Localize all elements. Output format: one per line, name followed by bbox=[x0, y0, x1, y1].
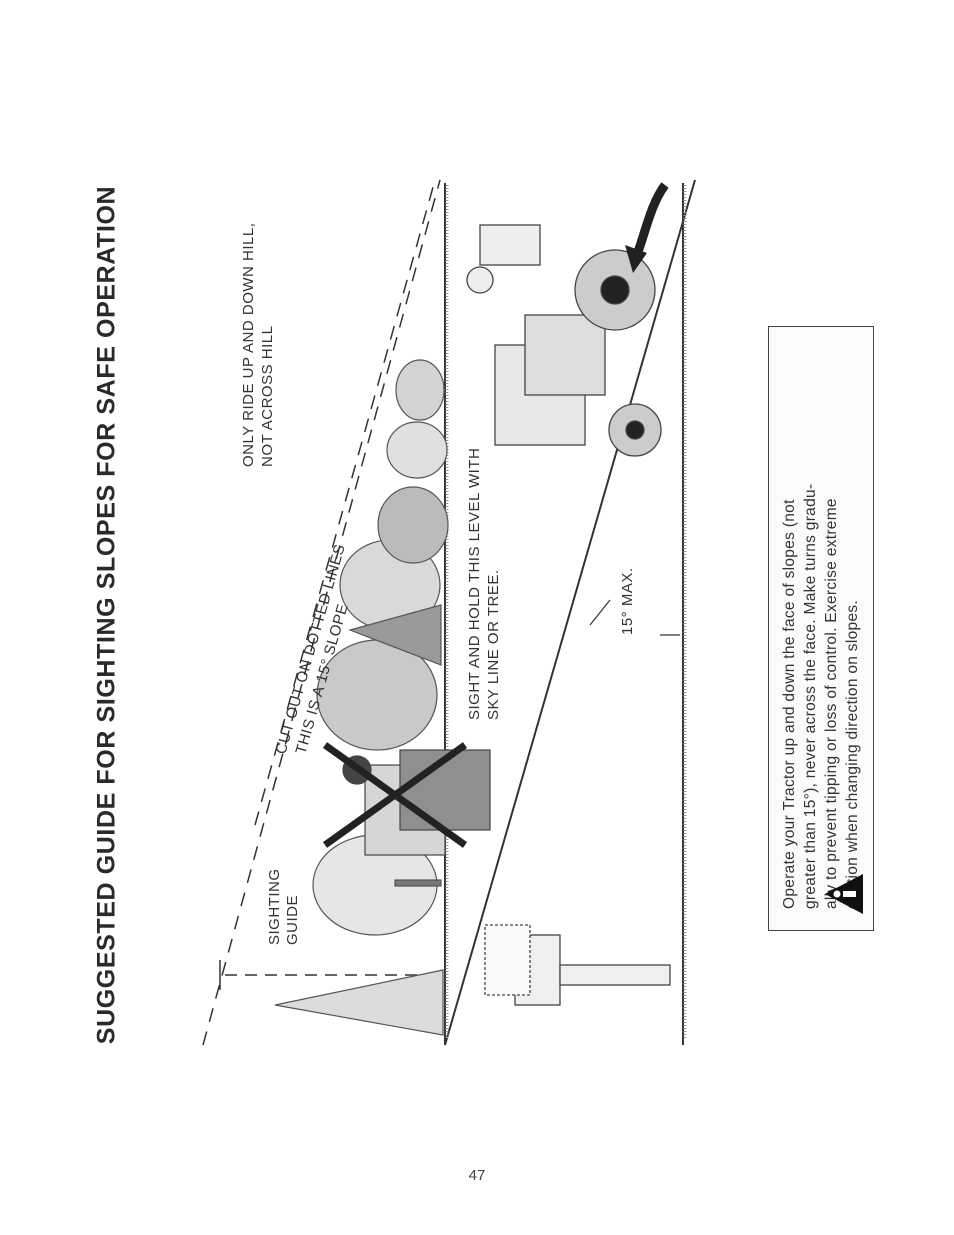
warning-box: Operate your Tractor up and down the fac… bbox=[768, 326, 874, 931]
sighting-guide-label-2: GUIDE bbox=[284, 895, 301, 945]
warning-text: Operate your Tractor up and down the fac… bbox=[779, 349, 863, 909]
cross-mark-b bbox=[322, 742, 468, 848]
ride-direction-label-2: NOT ACROSS HILL bbox=[259, 326, 276, 467]
page-number: 47 bbox=[468, 1167, 486, 1184]
sighting-guide-label-1: SIGHTING bbox=[266, 868, 283, 945]
slope-illustration: SIGHTING GUIDE CUT OUT ON DOTTED LINES T… bbox=[195, 165, 715, 1110]
warning-triangle-icon bbox=[825, 874, 863, 914]
title-container: SUGGESTED GUIDE FOR SIGHTING SLOPES FOR … bbox=[62, 150, 152, 1080]
person-sighting bbox=[484, 924, 671, 1006]
warning-line-4: caution when changing direction on slope… bbox=[844, 599, 861, 909]
sight-level-label-2: SKY LINE OR TREE. bbox=[485, 570, 502, 721]
warning-line-1: Operate your Tractor up and down the fac… bbox=[781, 499, 798, 909]
warning-line-2: greater than 15°), never across the face… bbox=[802, 483, 819, 909]
slope-line bbox=[444, 179, 696, 1046]
warning-line-3: ally to prevent tipping or loss of contr… bbox=[823, 498, 840, 909]
page-title: SUGGESTED GUIDE FOR SIGHTING SLOPES FOR … bbox=[92, 185, 121, 1045]
dotted-cut-line-outer bbox=[202, 179, 441, 1046]
max-angle-label: 15° MAX. bbox=[619, 567, 636, 635]
tree-row bbox=[274, 359, 449, 1036]
ride-direction-label-1: ONLY RIDE UP AND DOWN HILL, bbox=[240, 223, 257, 467]
direction-arrow bbox=[630, 182, 669, 262]
incorrect-tractor bbox=[342, 749, 491, 856]
sight-level-label-1: SIGHT AND HOLD THIS LEVEL WITH bbox=[466, 448, 483, 720]
dotted-cut-line-slope bbox=[254, 179, 436, 826]
